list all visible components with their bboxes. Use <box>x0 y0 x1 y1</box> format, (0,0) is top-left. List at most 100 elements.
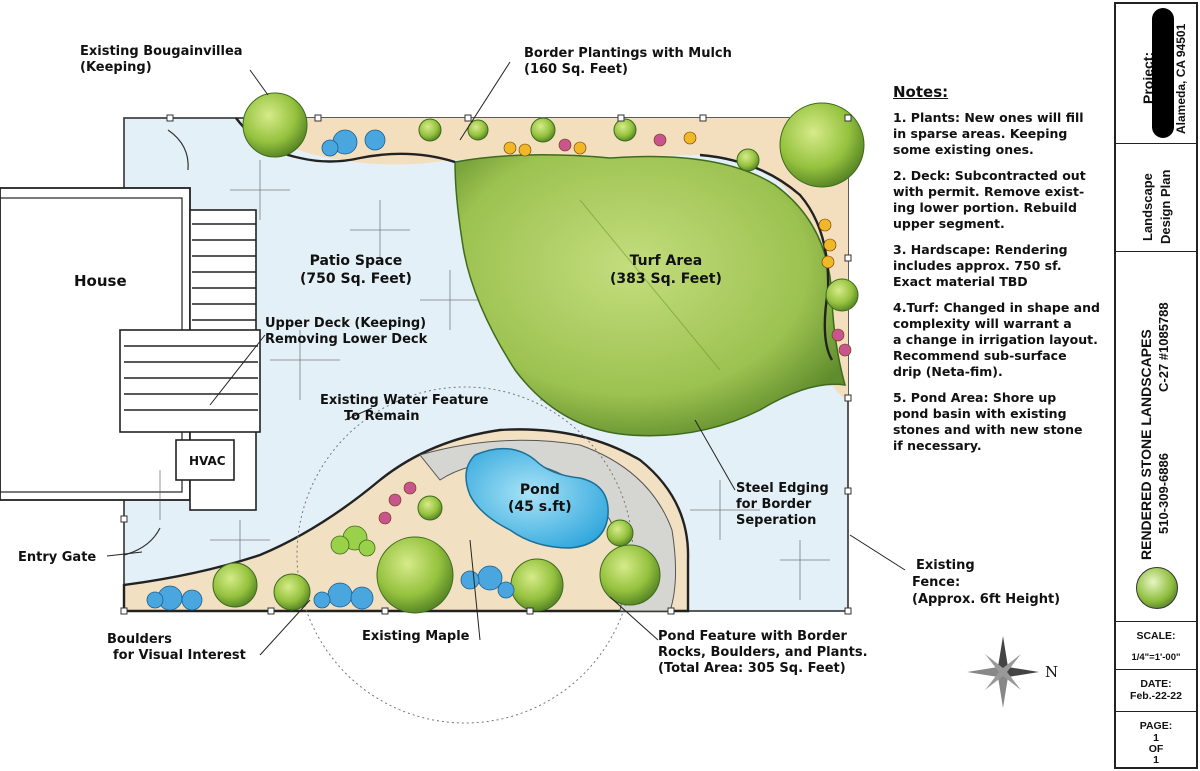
label-boulders: Boulders for Visual Interest <box>107 632 246 664</box>
label-existing-fence: Existing Fence: (Approx. 6ft Height) <box>912 557 1060 608</box>
house-structure <box>0 187 261 511</box>
label-hvac: HVAC <box>189 453 226 469</box>
tree <box>273 573 311 611</box>
label-existing-water-feature: Existing Water Feature To Remain <box>320 393 488 425</box>
label-line: Turf Area <box>629 253 703 269</box>
label-line: Patio Space <box>309 253 403 269</box>
project-location: Alameda, CA 94501 <box>1174 23 1188 134</box>
title-block: Project: Alameda, CA 94501 Landscape Des… <box>1114 2 1198 769</box>
shrub <box>418 118 442 142</box>
company-logo <box>1136 567 1178 609</box>
tree <box>376 536 454 614</box>
turf-area <box>454 154 847 437</box>
label-line: Removing Lower Deck <box>265 332 428 347</box>
label-border-plantings: Border Plantings with Mulch (160 Sq. Fee… <box>524 46 732 78</box>
green-accent-plants <box>330 525 376 557</box>
label-line: Border Plantings with Mulch <box>524 46 732 61</box>
scale-cell: SCALE: 1/4"=1'-00" <box>1116 622 1196 670</box>
company-license: C-27 #1085788 <box>1156 302 1171 392</box>
bougainvillea-tree <box>242 92 308 158</box>
label-line: (Approx. 6ft Height) <box>912 592 1061 607</box>
label-line: Fence: <box>912 575 961 590</box>
blue-accent-plants <box>146 129 515 611</box>
label-line: (45 s.ft) <box>508 499 572 515</box>
tree <box>510 558 564 612</box>
label-line: (Keeping) <box>80 60 152 75</box>
page-value-2: OF <box>1148 743 1164 755</box>
label-line: Boulders <box>107 632 172 647</box>
shrub <box>613 118 637 142</box>
company-name: RENDERED STONE LANDSCAPES <box>1138 329 1154 560</box>
landscape-plan-drawing <box>0 61 1039 724</box>
label-line: Existing Water Feature <box>320 393 489 408</box>
label-line: N <box>1045 663 1059 681</box>
annotation-leaders <box>106 61 906 656</box>
label-line: (Total Area: 305 Sq. Feet) <box>658 661 846 676</box>
compass-rose-icon <box>967 636 1039 708</box>
shrub <box>606 519 634 547</box>
page-value-3: 1 <box>1153 754 1159 766</box>
label-line: Pond Feature with Border <box>658 629 847 644</box>
page-cell: PAGE: 1 OF 1 <box>1116 712 1196 767</box>
label-line: Rocks, Boulders, and Plants. <box>658 645 868 660</box>
shrub <box>736 148 760 172</box>
side-gate <box>167 129 189 171</box>
date-value: Feb.-22-22 <box>1130 690 1182 702</box>
notes-panel: Notes: 1. Plants: New ones will fill in … <box>893 84 1109 464</box>
plan-title-line-1: Landscape <box>1140 173 1155 241</box>
label-turf-area: Turf Area (383 Sq. Feet) <box>610 252 722 288</box>
tree <box>779 102 865 188</box>
shrub <box>825 278 859 312</box>
label-line: HVAC <box>189 454 226 468</box>
label-entry-gate: Entry Gate <box>18 550 96 566</box>
project-cell: Project: Alameda, CA 94501 <box>1116 4 1196 144</box>
label-line: Upper Deck (Keeping) <box>265 316 427 331</box>
note-item: 2. Deck: Subcontracted out with permit. … <box>893 168 1086 231</box>
label-line: for Border <box>736 497 812 512</box>
label-line: Existing Bougainvillea <box>80 44 243 59</box>
label-line: House <box>74 272 127 290</box>
date-cell: DATE: Feb.-22-22 <box>1116 670 1196 712</box>
label-patio-space: Patio Space (750 Sq. Feet) <box>300 252 412 288</box>
shrub <box>417 495 443 521</box>
tree <box>212 562 258 608</box>
shrub <box>467 119 489 141</box>
label-line: for Visual Interest <box>113 648 246 663</box>
label-line: Pond <box>519 482 560 498</box>
hvac-unit <box>175 439 235 481</box>
label-pond: Pond (45 s.ft) <box>508 482 572 516</box>
plan-title-cell: Landscape Design Plan <box>1116 144 1196 252</box>
company-phone: 510-309-6886 <box>1156 453 1171 534</box>
page-value-1: 1 <box>1153 732 1159 744</box>
date-label: DATE: <box>1140 678 1172 690</box>
label-line: Existing Maple <box>362 629 470 644</box>
label-line: Entry Gate <box>18 550 97 565</box>
notes-title: Notes: <box>893 83 949 101</box>
deck-stairs <box>124 223 258 411</box>
label-line: (383 Sq. Feet) <box>610 271 722 287</box>
page-label: PAGE: <box>1139 720 1173 732</box>
compass-north-label: N <box>1045 664 1058 680</box>
tree <box>599 544 661 606</box>
label-line: Seperation <box>736 513 817 528</box>
shrub <box>530 117 556 143</box>
label-line: To Remain <box>344 409 420 424</box>
note-item: 1. Plants: New ones will fill in sparse … <box>893 110 1084 157</box>
label-pond-feature: Pond Feature with Border Rocks, Boulders… <box>658 629 868 677</box>
redacted-address-block <box>1152 8 1174 138</box>
company-cell: RENDERED STONE LANDSCAPES C-27 #1085788 … <box>1116 252 1196 622</box>
label-steel-edging: Steel Edging for Border Seperation <box>736 481 829 529</box>
fence-posts <box>120 114 852 615</box>
note-item: 3. Hardscape: Rendering includes approx.… <box>893 242 1068 289</box>
label-line: Steel Edging <box>736 481 829 496</box>
label-existing-bougainvillea: Existing Bougainvillea (Keeping) <box>80 44 243 76</box>
label-house: House <box>74 273 127 289</box>
turf-mow-stripe <box>579 199 721 371</box>
plan-title-line-2: Design Plan <box>1158 169 1173 244</box>
scale-label: SCALE: <box>1136 630 1176 642</box>
label-line: (750 Sq. Feet) <box>300 271 412 287</box>
label-line: Existing <box>916 558 975 573</box>
label-upper-deck: Upper Deck (Keeping) Removing Lower Deck <box>265 316 427 348</box>
note-item: 4.Turf: Changed in shape and complexity … <box>893 300 1100 379</box>
label-line: (160 Sq. Feet) <box>524 62 628 77</box>
